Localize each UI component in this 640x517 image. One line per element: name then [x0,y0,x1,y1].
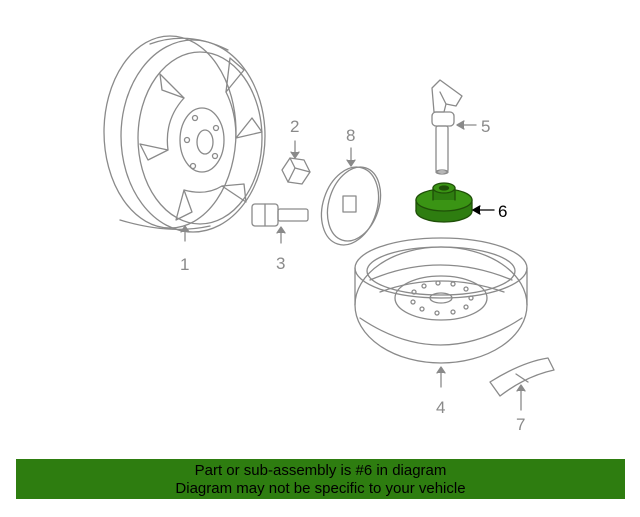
spare-wheel-part-4[interactable] [354,237,528,364]
callout-2: 2 [290,117,300,136]
leader-line-4 [436,366,446,388]
callout-4: 4 [436,398,446,417]
leader-line-7 [516,384,526,411]
leader-line-1 [180,225,190,242]
spare-nut-part-6[interactable] [415,182,473,223]
leader-line-3 [276,226,286,244]
info-banner: Part or sub-assembly is #6 in diagram Di… [16,459,625,499]
spare-bolt-part-5[interactable] [431,79,463,175]
strap-part-7[interactable] [489,357,555,397]
leader-line-8 [346,147,356,167]
callout-5: 5 [481,117,491,136]
center-cap-part-8[interactable] [312,160,390,253]
banner-line-disclaimer: Diagram may not be specific to your vehi… [175,480,466,497]
callout-6: 6 [498,202,508,221]
leader-line-5 [456,120,477,130]
banner-line-part: Part or sub-assembly is #6 in diagram [194,462,447,479]
leader-line-2 [290,140,300,159]
callout-8: 8 [346,126,356,145]
callout-7: 7 [516,415,526,434]
wheel-part-1[interactable] [103,35,266,233]
callout-3: 3 [276,254,286,273]
lug-nut-part-2[interactable] [281,157,311,185]
wheel-bolt-part-3[interactable] [251,203,309,227]
callout-1: 1 [180,255,190,274]
leader-line-6 [472,205,495,215]
